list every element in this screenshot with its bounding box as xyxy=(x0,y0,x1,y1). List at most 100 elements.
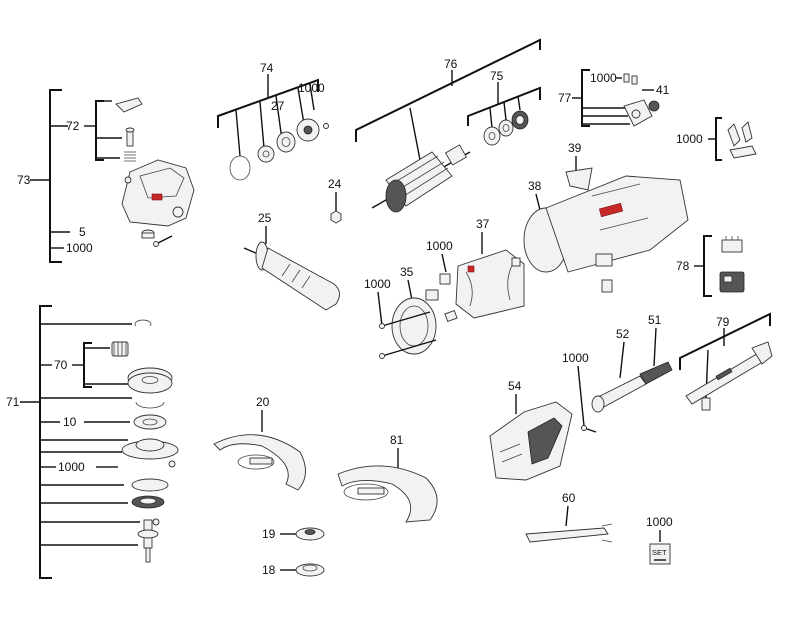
callout-20: 20 xyxy=(256,395,270,409)
callout-73: 73 xyxy=(17,173,31,187)
leader-1000-stator xyxy=(441,253,447,273)
spring-part xyxy=(124,151,136,162)
hardware-set-part: SET xyxy=(649,543,671,565)
switch-screws-part xyxy=(623,73,638,85)
retaining-ring-part xyxy=(135,401,165,409)
callout-81: 81 xyxy=(390,433,404,447)
plate-screw-part xyxy=(323,123,329,129)
leader-51 xyxy=(653,327,657,367)
spanner-wrench-part xyxy=(525,523,613,543)
bracket-70 xyxy=(72,342,130,388)
armature-bearing-a-part xyxy=(483,126,501,146)
callout-77: 77 xyxy=(558,91,572,105)
bracket-1000-clip xyxy=(708,117,722,161)
bracket-78 xyxy=(694,235,712,297)
armature-bearing-c-part xyxy=(511,110,529,130)
callout-51: 51 xyxy=(648,313,662,327)
o-ring-part xyxy=(229,155,251,181)
lock-pin-part xyxy=(125,127,135,147)
callout-37: 37 xyxy=(476,217,490,231)
callout-18: 18 xyxy=(262,563,276,577)
handle-screw-part xyxy=(581,425,597,433)
bracket-76 xyxy=(355,38,541,161)
callout-39: 39 xyxy=(568,141,582,155)
cord-protector-part xyxy=(591,361,673,413)
bracket-72 xyxy=(84,100,122,161)
bearing-flange-part xyxy=(121,438,179,460)
callout-19: 19 xyxy=(262,527,276,541)
callout-1000-switch: 1000 xyxy=(590,71,617,85)
cable-clip-part xyxy=(727,121,757,159)
callout-52: 52 xyxy=(616,327,630,341)
set-label: SET xyxy=(652,548,667,557)
outer-flange-nut-part xyxy=(295,563,325,577)
leader-60 xyxy=(565,505,569,527)
armature-part xyxy=(371,144,471,213)
bracket-74 xyxy=(217,74,319,157)
bracket-71 xyxy=(20,305,140,579)
leader-1000-screw xyxy=(577,365,585,427)
callout-1000-gearset: 1000 xyxy=(58,460,85,474)
callout-76: 76 xyxy=(444,57,458,71)
housing-screw-part xyxy=(153,235,173,247)
callout-74: 74 xyxy=(260,61,274,75)
gear-housing-part xyxy=(121,159,195,227)
callout-72: 72 xyxy=(66,119,80,133)
callout-79: 79 xyxy=(716,315,730,329)
lock-button-part xyxy=(115,97,143,113)
callout-1000-set: 1000 xyxy=(646,515,673,529)
leader-52 xyxy=(619,341,625,379)
leader-38 xyxy=(535,193,541,211)
brush-holder-part xyxy=(439,273,458,323)
fan-baffle-part xyxy=(391,289,439,355)
washer-part xyxy=(257,145,275,163)
callout-27: 27 xyxy=(271,99,285,113)
switch-part xyxy=(623,99,660,127)
bevel-gear-part xyxy=(127,367,173,394)
switch-rod-part xyxy=(685,341,773,411)
callout-1000-stator: 1000 xyxy=(426,239,453,253)
long-screws-part xyxy=(377,291,437,359)
bearing-5-part xyxy=(141,229,155,239)
bracket-75 xyxy=(467,82,541,129)
bearing-27-part xyxy=(276,131,296,153)
callout-25: 25 xyxy=(258,211,272,225)
seal-ring-part xyxy=(131,478,169,492)
leader-35 xyxy=(407,279,413,301)
inner-flange-part xyxy=(295,527,325,541)
flange-screw-part xyxy=(104,460,176,468)
motor-housing-part xyxy=(523,175,689,293)
callout-54: 54 xyxy=(508,379,522,393)
bearing-10-part xyxy=(133,414,167,430)
key-part xyxy=(152,518,160,526)
callout-1000-bearing: 1000 xyxy=(298,81,325,95)
nut-part xyxy=(330,210,342,224)
callout-5: 5 xyxy=(79,225,86,239)
nameplate-part xyxy=(565,167,593,191)
callout-41: 41 xyxy=(656,83,670,97)
armature-bearing-b-part xyxy=(498,119,514,137)
callout-75: 75 xyxy=(490,69,504,83)
bracket-73 xyxy=(30,89,70,263)
callout-10: 10 xyxy=(63,415,77,429)
thrust-washer-part xyxy=(131,495,165,509)
callout-1000-housing: 1000 xyxy=(66,241,93,255)
callout-38: 38 xyxy=(528,179,542,193)
callout-1000-brush: 1000 xyxy=(364,277,391,291)
callout-70: 70 xyxy=(54,358,68,372)
circlip-part xyxy=(134,319,152,327)
pinion-gear-part xyxy=(111,341,129,357)
electronics-module-part xyxy=(719,236,745,293)
callout-24: 24 xyxy=(328,177,342,191)
bracket-77 xyxy=(572,69,630,127)
cutoff-guard-part xyxy=(337,465,438,523)
callout-1000-screw: 1000 xyxy=(562,351,589,365)
rear-cover-part xyxy=(489,401,573,481)
bearing-plate-part xyxy=(296,118,320,142)
side-handle-part xyxy=(243,241,340,311)
spindle-part xyxy=(137,519,159,563)
wheel-guard-part xyxy=(213,434,306,491)
callout-35: 35 xyxy=(400,265,414,279)
callout-71: 71 xyxy=(6,395,20,409)
